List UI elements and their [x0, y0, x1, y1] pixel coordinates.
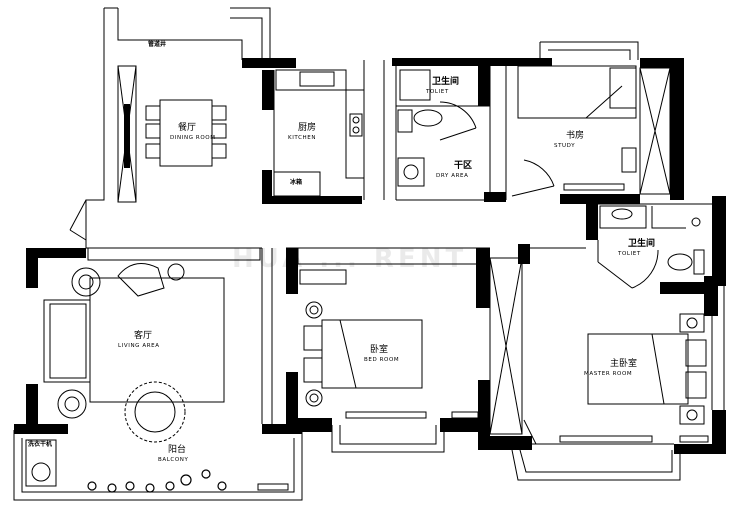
- master-label-zh: 主卧室: [610, 359, 638, 369]
- master-label-en: MASTER ROOM: [584, 371, 633, 377]
- toilet1-label-zh: 卫生间: [432, 77, 460, 87]
- pipe-well-label: 管道井: [148, 41, 167, 48]
- toilet1-label-en: TOLIET: [426, 89, 449, 95]
- laundry-label: 洗衣干机: [28, 441, 53, 448]
- balcony-fixtures: [25, 439, 289, 493]
- toilet2-fixtures: [597, 205, 705, 289]
- watermark: HUA ... RENT: [232, 244, 468, 274]
- master-furniture: [523, 313, 709, 445]
- dining-label-en: DINING ROOM: [170, 135, 216, 141]
- balcony-label-en: BALCONY: [158, 457, 189, 463]
- living-label-en: LIVING AREA: [118, 343, 160, 349]
- toilet1-fixtures: [397, 69, 477, 187]
- dry-area-label-en: DRY AREA: [436, 173, 469, 179]
- kitchen-fixtures: [273, 69, 365, 197]
- study-label-zh: 书房: [566, 131, 585, 141]
- living-label-zh: 客厅: [134, 331, 153, 341]
- dry-area-label-zh: 干区: [454, 161, 473, 171]
- living-furniture: [43, 263, 225, 443]
- kitchen-label-en: KITCHEN: [288, 135, 317, 141]
- thick-walls: [14, 58, 726, 454]
- dining-label-zh: 餐厅: [178, 123, 197, 133]
- toilet2-label-en: TOLIET: [618, 251, 641, 257]
- dining-table: [145, 99, 227, 167]
- study-furniture: [511, 65, 637, 197]
- balcony-label-zh: 阳台: [168, 445, 187, 455]
- kitchen-label-zh: 厨房: [298, 123, 317, 133]
- toilet2-label-zh: 卫生间: [628, 239, 656, 249]
- bedroom-furniture: [303, 301, 479, 419]
- water-heater-label: 冰箱: [290, 179, 303, 186]
- cabinets: [87, 65, 671, 435]
- bedroom-label-en: BED ROOM: [364, 357, 400, 363]
- outer-walls: [13, 7, 681, 501]
- study-label-en: STUDY: [554, 143, 576, 149]
- bedroom-label-zh: 卧室: [370, 345, 389, 355]
